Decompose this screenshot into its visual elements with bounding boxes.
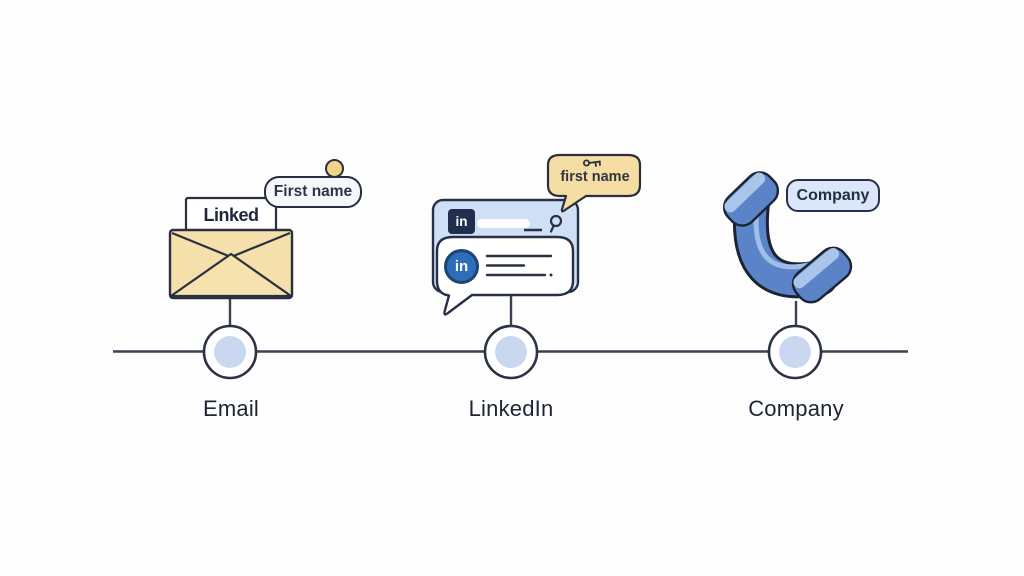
first-name-tag-label: First name [273,183,353,200]
first-name-bubble-label: first name [560,169,630,185]
company-tag-label: Company [796,186,870,204]
node-label-email: Email [202,396,259,421]
envelope-fold-lines [171,231,291,259]
phone-mouthpiece [791,246,853,304]
search-icon [549,214,563,233]
letter-brand-text: Linked [203,205,259,225]
linkedin-logo-square-icon: in [448,209,475,234]
company-tag: Company [786,179,880,212]
notification-dot-icon [325,159,344,178]
timeline-node-email [202,324,258,380]
phone-icon [722,171,853,304]
node-label-company: Company [748,396,844,421]
first-name-tag: First name [264,176,362,208]
linkedin-badge-icon: in [444,249,479,284]
phone-earpiece [722,171,780,227]
envelope-icon [168,196,294,300]
node-label-linkedin: LinkedIn [468,396,554,421]
envelope-flap [169,252,293,298]
timeline-node-linkedin [483,324,539,380]
key-icon [583,159,601,167]
phone-highlight [753,203,815,270]
linkedin-logo-text: in [455,214,468,229]
message-line-dot [549,273,553,277]
first-name-bubble [546,153,642,213]
linkedin-badge-text: in [454,258,469,275]
message-lines [485,254,553,277]
timeline-nodes [202,324,823,380]
search-bar [477,219,530,228]
timeline-node-company [767,324,823,380]
